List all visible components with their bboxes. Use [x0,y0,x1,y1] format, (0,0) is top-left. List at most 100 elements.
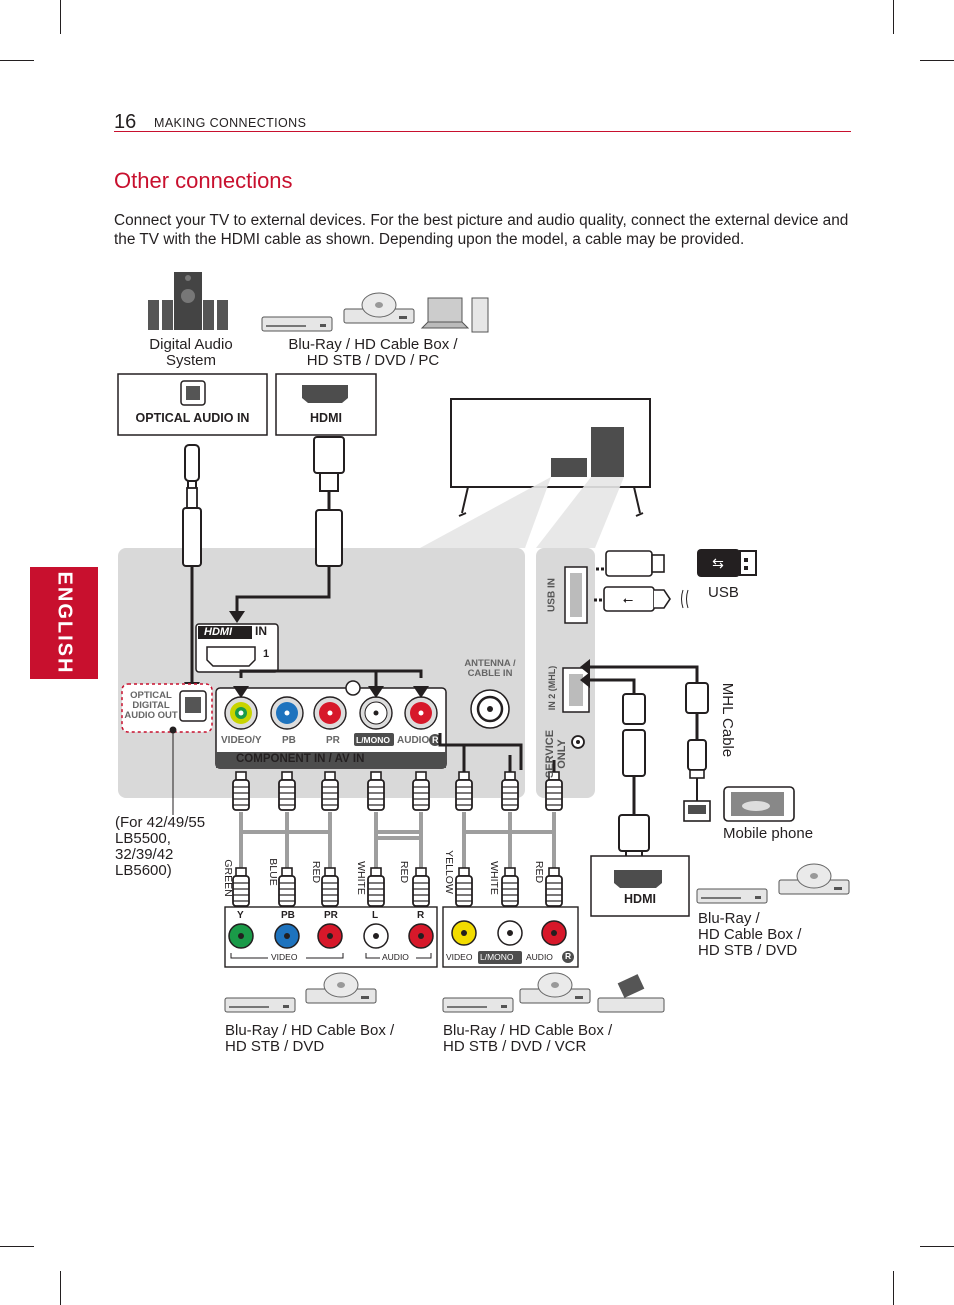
usb-icon [697,549,740,577]
model-note: (For 42/49/55 LB5500, 32/39/42 LB5600) [115,815,205,879]
cable-red-label: RED [310,860,322,884]
l-mono-label: L/MONO [356,735,390,745]
hdmi2-sources-line: HD STB / DVD [698,942,798,959]
speaker-system-icon [148,272,228,330]
vcr-icon [597,974,665,1013]
hdmi2-sources-line: HD Cable Box / [698,926,802,943]
antenna-line: CABLE IN [467,668,513,679]
hdmi-sources-label: Blu-Ray / HD Cable Box / HD STB / DVD / … [268,337,478,369]
crop-mark [920,1246,954,1247]
crop-mark [60,0,61,34]
jack-y-label: Y [237,910,244,921]
av-r-label: R [565,951,572,961]
mhl-cable-label: MHL Cable [719,682,736,758]
pr-label: PR [326,735,340,746]
jack-audio-label: AUDIO [382,952,409,962]
optical-out-line: DIGITAL [132,700,170,711]
player-icon [442,997,514,1013]
hdmi-logo: HDMI [204,626,233,638]
antenna-label: ANTENNA / CABLE IN [460,659,520,679]
optical-out-line: OPTICAL [130,690,172,701]
service-line: SERVICE [544,729,556,779]
cable-blue-label: BLUE [267,858,279,886]
audio-system-label: Digital Audio System [126,337,256,369]
audio-label: AUDIO [397,735,430,746]
av-sources-line: Blu-Ray / HD Cable Box / [443,1022,613,1039]
crop-mark [893,0,894,34]
component-av-label: COMPONENT IN / AV IN [236,753,365,765]
tv-side-port-area [591,427,624,477]
crop-mark [60,1271,61,1305]
usb-in-label: USB IN [546,578,558,612]
model-note-line: 32/39/42 [115,846,174,863]
intro-paragraph: Connect your TV to external devices. For… [114,212,849,248]
hdmi-in-label: IN [255,624,267,638]
bluray-icon [778,863,850,895]
mobile-phone-label: Mobile phone [723,825,814,842]
crop-mark [920,60,954,61]
video-y-label: VIDEO/Y [221,735,262,746]
zoom-side [536,477,624,548]
component-sources-label: Blu-Ray / HD Cable Box / HD STB / DVD [225,1023,394,1055]
service-only-label: SERVICE ONLY [544,730,568,778]
optical-out-line: AUDIO OUT [124,710,178,721]
header-rule [114,131,851,132]
section-title: MAKING CONNECTIONS [154,116,307,130]
model-note-line: LB5600) [115,862,172,879]
model-note-line: (For 42/49/55 [115,814,206,831]
hdmi-out-label: HDMI [624,892,656,906]
bluray-icon [305,972,377,1004]
player-icon [696,888,768,904]
r-label: R [432,735,439,745]
jack-l-label: L [372,910,379,921]
antenna-line: ANTENNA / [464,658,516,669]
crop-mark [893,1271,894,1305]
usb-stick [605,550,653,577]
page-title: Other connections [114,168,293,193]
player-icon [224,997,296,1013]
svg-text:⇆: ⇆ [712,555,724,571]
component-sources-line: Blu-Ray / HD Cable Box / [225,1022,395,1039]
bluray-icon [519,972,591,1004]
zoom-rear [420,477,551,548]
laptop-icon [420,297,489,333]
model-note-line: LB5500, [115,830,171,847]
hdmi-sources-line: HD STB / DVD / PC [306,352,440,369]
hdmi-label: HDMI [310,411,342,425]
cable-red-label: RED [533,860,545,884]
language-tab: ENGLISH [30,567,98,679]
cable-yellow-label: YELLOW [443,850,455,894]
service-line: ONLY [556,739,568,769]
hdmi-in-2-label: IN 2 (MHL) [547,665,557,711]
av-video-label: VIDEO [446,952,473,962]
av-l-mono-label: L/MONO [480,952,514,962]
crop-mark [0,1246,34,1247]
cable-green-label: GREEN [222,859,234,897]
av-sources-line: HD STB / DVD / VCR [443,1038,587,1055]
pb-label: PB [282,735,296,746]
jack-r-label: R [417,910,425,921]
optical-out-label: OPTICAL DIGITAL AUDIO OUT [124,691,178,721]
hdmi2-sources-line: Blu-Ray / [698,910,760,927]
player-icon [261,316,333,332]
svg-text:⭠: ⭠ [623,592,633,607]
av-sources-label: Blu-Ray / HD Cable Box / HD STB / DVD / … [443,1023,612,1055]
usb-label: USB [708,584,739,601]
hdmi-sources-line: Blu-Ray / HD Cable Box / [288,336,458,353]
cable-white-label: WHITE [488,861,500,895]
hdmi-in-box [275,373,377,436]
hdmi-in-number: 1 [263,648,270,660]
crop-mark [0,60,34,61]
audio-system-line: System [165,352,216,369]
av-audio-label: AUDIO [526,952,553,962]
component-sources-line: HD STB / DVD [225,1038,325,1055]
bluray-icon [343,292,415,324]
jack-pb-label: PB [281,910,295,921]
page-number: 16 [114,111,137,133]
optical-audio-in-label: OPTICAL AUDIO IN [135,411,250,425]
cable-white-label: WHITE [355,861,367,895]
tv-port-area [551,458,587,477]
jack-pr-label: PR [324,910,338,921]
audio-system-line: Digital Audio [149,336,233,353]
